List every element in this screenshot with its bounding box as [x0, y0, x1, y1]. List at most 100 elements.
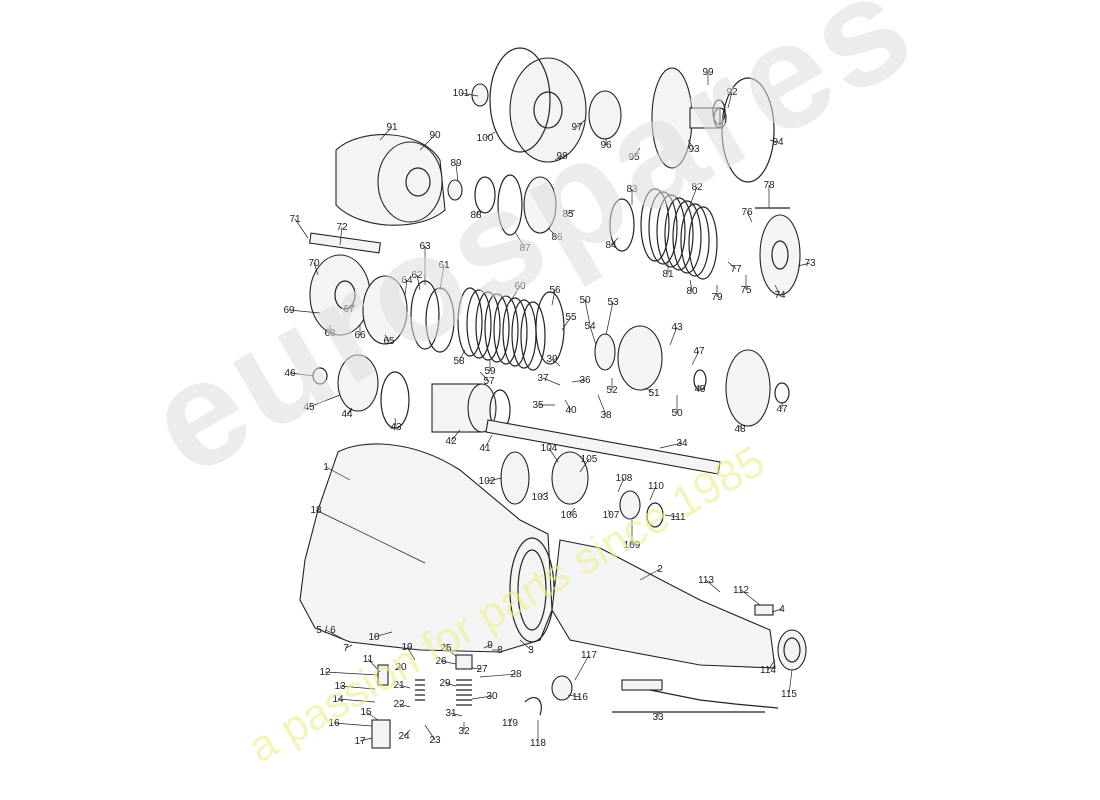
shift-linkage — [624, 684, 779, 709]
callout-label: 111 — [670, 512, 686, 523]
callout-label: 45 — [303, 402, 315, 413]
callout-label: 3 — [528, 645, 534, 656]
callout-label: 23 — [429, 735, 441, 746]
callout-leader — [294, 218, 309, 239]
planet-carrier-51 — [617, 325, 663, 391]
callout-leader — [691, 350, 700, 366]
callout-leader — [440, 660, 457, 665]
callout-label: 114 — [760, 665, 776, 676]
callout-label: 58 — [453, 356, 465, 367]
callout-leader — [771, 608, 783, 613]
pump-gasket-ring — [489, 47, 551, 153]
callout-leader — [509, 717, 513, 724]
callout-leader — [345, 644, 353, 649]
callout-leader — [403, 729, 411, 737]
callout-label: 50 — [671, 408, 683, 419]
callout-label: 53 — [607, 297, 619, 308]
callout-label: 112 — [733, 585, 749, 596]
callout-leader — [444, 682, 457, 687]
callout-leader — [589, 325, 597, 346]
callout-label: 26 — [435, 656, 447, 667]
callout-leader — [404, 279, 408, 296]
ring-49 — [693, 369, 707, 391]
callout-label: 22 — [393, 699, 405, 710]
callout-leader — [689, 279, 693, 292]
callout-leader — [450, 712, 463, 717]
callout-leader — [542, 377, 561, 386]
callout-leader — [561, 316, 572, 331]
rear-clutch-piston — [759, 214, 801, 296]
callout-leader — [514, 231, 526, 249]
callout-label: 100 — [477, 133, 494, 144]
callout-label: 2 — [657, 564, 663, 575]
callout-label: 87 — [519, 243, 531, 254]
callout-label: 36 — [579, 375, 591, 386]
callout-leader — [339, 685, 376, 690]
transmission-drawing — [299, 47, 807, 749]
callout-label: 96 — [600, 140, 612, 151]
callout-leader — [384, 334, 390, 342]
rear-clutch-piston-bore — [771, 240, 789, 270]
pump-seal — [471, 83, 489, 107]
callout-label: 108 — [616, 473, 633, 484]
callout-label: 7 — [343, 643, 349, 654]
callout-leader — [644, 387, 655, 394]
callout-label: 85 — [562, 209, 574, 220]
callout-label: 107 — [603, 510, 620, 521]
callout-leader — [313, 262, 319, 276]
drum-65 — [362, 275, 408, 345]
ring-61 — [425, 287, 455, 353]
callout-label: 82 — [691, 182, 703, 193]
shaft-72 — [309, 232, 381, 254]
callout-leader — [705, 579, 721, 593]
callout-label: 69 — [283, 305, 295, 316]
carrier-44 — [337, 354, 379, 412]
callout-label: 40 — [565, 405, 577, 416]
clutch-plate-front — [672, 200, 702, 274]
callout-label: 15 — [360, 707, 372, 718]
callout-label: 29 — [439, 678, 451, 689]
callout-leader — [479, 371, 490, 382]
callout-leader — [574, 654, 590, 681]
clutch-plate-front — [648, 191, 678, 265]
callout-label: 83 — [626, 184, 638, 195]
callout-label: 1 — [323, 462, 329, 473]
ring-47 — [774, 382, 790, 404]
callout-leader — [379, 126, 393, 141]
callout-label: 118 — [530, 738, 546, 749]
callout-label: 31 — [445, 708, 457, 719]
callout-leader — [509, 285, 521, 303]
callout-leader — [484, 434, 493, 449]
callout-leader — [564, 399, 572, 411]
callout-label: 77 — [730, 264, 742, 275]
callout-label: 89 — [450, 158, 462, 169]
ring-46 — [312, 367, 328, 385]
callout-leader — [610, 237, 619, 246]
callout-label: 5 / 6 — [316, 625, 336, 636]
callout-label: 27 — [476, 664, 488, 675]
valve-11 — [377, 664, 389, 686]
callout-leader — [669, 326, 678, 346]
callout-label: 60 — [514, 281, 526, 292]
callout-leader — [584, 299, 591, 326]
callout-label: 4 — [779, 604, 785, 615]
callout-label: 90 — [429, 130, 441, 141]
clutch-plate-rear — [484, 293, 510, 363]
callout-label: 117 — [581, 650, 597, 661]
callout-label: 65 — [383, 336, 395, 347]
callout-leader — [398, 684, 411, 689]
callout-leader — [519, 639, 532, 651]
callout-label: 91 — [386, 122, 398, 133]
callout-label: 50 — [579, 295, 591, 306]
callout-label: 119 — [502, 718, 518, 729]
callout-label: 113 — [698, 575, 714, 586]
callout-leader — [633, 147, 641, 158]
callout-leader — [315, 509, 426, 564]
callout-label: 106 — [561, 510, 578, 521]
callout-leader — [394, 666, 402, 671]
front-planet-carrier-hub — [334, 280, 356, 310]
callout-label: 52 — [606, 385, 618, 396]
drum-48 — [725, 349, 771, 427]
callout-leader — [365, 711, 379, 721]
